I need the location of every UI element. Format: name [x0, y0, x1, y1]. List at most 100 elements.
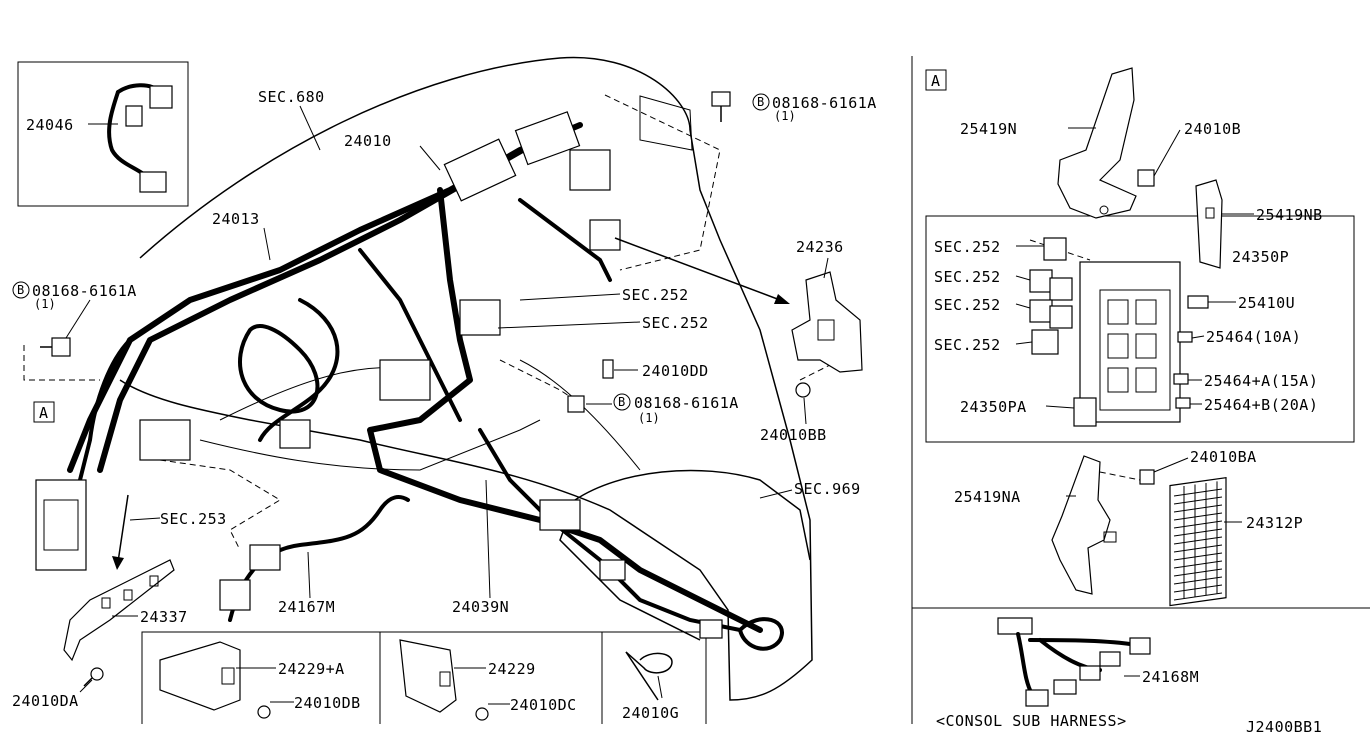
slot: [1103, 531, 1117, 543]
relay-2b: [1049, 277, 1073, 301]
slot: [221, 667, 235, 685]
label-bolt-left: 08168-6161A: [32, 282, 137, 300]
connector: [539, 499, 581, 531]
harness-loop-1: [238, 324, 320, 414]
consol-caption: <CONSOL SUB HARNESS>: [936, 712, 1127, 730]
slot: [1205, 207, 1215, 219]
dashed-leader: [1089, 469, 1141, 481]
fuse-25464-10a: [1177, 331, 1193, 343]
label-bolt-left-qty: (1): [34, 297, 56, 311]
label-24010g: 24010G: [622, 704, 679, 722]
label-24229a: 24229+A: [278, 660, 345, 678]
label-grid-row: [1173, 536, 1223, 545]
diagram-id: J2400BB1: [1246, 718, 1322, 736]
label-grid-row: [1173, 560, 1223, 569]
nut-24010bb: [795, 382, 811, 398]
inset-connector-bottom: [139, 171, 167, 193]
leader: [79, 679, 93, 693]
bolt-symbol-b-letter: B: [17, 283, 24, 297]
label-25419na: 25419NA: [954, 488, 1021, 506]
view-a-marker: [33, 401, 55, 423]
relay-3: [1029, 299, 1053, 323]
frames: [17, 56, 1370, 724]
detail-a-tag-box: [925, 69, 947, 91]
bolt-24010da: [90, 667, 104, 681]
bolt-symbol-b-letter: B: [757, 95, 764, 109]
leader: [263, 227, 271, 261]
dashed-leaders: [23, 94, 1141, 551]
glovebox-outline: [639, 95, 693, 151]
bracket-24337-shape: [63, 559, 175, 662]
slot: [439, 671, 451, 687]
connector: [514, 111, 581, 166]
label-sec252-1: SEC.252: [934, 238, 1001, 256]
fuse-box-inner: [1099, 289, 1171, 411]
label-24236: 24236: [796, 238, 844, 256]
label-25464-10a: 25464(10A): [1206, 328, 1301, 346]
connector: [699, 619, 723, 639]
callout-labels: 24046 SEC.680 24010 B 08168-6161A (1) 24…: [12, 88, 877, 722]
detail-a-labels: A 25419N 24010B 25419NB 24350P SEC.252 S…: [925, 69, 1322, 730]
label-24312p: 24312P: [1246, 514, 1303, 532]
consol-connector: [997, 617, 1033, 635]
label-grid-row: [1173, 520, 1223, 529]
leader: [1015, 303, 1031, 309]
bolt-24010dd: [602, 359, 614, 379]
connector: [599, 559, 626, 581]
right-dash-curve: [519, 359, 641, 471]
fuse-25464b-20a: [1175, 397, 1191, 409]
inset-24046-harness: [107, 83, 173, 193]
dashed-leader: [499, 359, 576, 401]
inset-harness-wire: [107, 90, 152, 182]
label-grid-row: [1173, 488, 1223, 497]
leader: [823, 257, 829, 279]
dashed-leader: [159, 459, 281, 551]
leader: [759, 489, 793, 499]
dashed-leader: [23, 345, 100, 381]
bracket-24229: [399, 639, 457, 713]
leader: [1191, 335, 1205, 339]
arrow-down-left: [117, 494, 129, 563]
bracket-shape: [791, 271, 863, 373]
relay-1: [1043, 237, 1067, 261]
fuse-box-group-frame: [925, 215, 1355, 443]
label-24010da: 24010DA: [12, 692, 79, 710]
label-sec969: SEC.969: [794, 480, 861, 498]
label-grid-row: [1173, 496, 1223, 505]
label-bolt-top: 08168-6161A: [772, 94, 877, 112]
leader: [307, 551, 311, 599]
label-24350p: 24350P: [1232, 248, 1289, 266]
fuse-slot: [1107, 367, 1129, 393]
leader: [65, 299, 91, 339]
detail-a-tag: A: [931, 72, 941, 90]
dashed-leader: [604, 94, 721, 271]
bracket-24229a: [159, 641, 241, 711]
label-25419n: 25419N: [960, 120, 1017, 138]
fuse-slot: [1107, 333, 1129, 359]
harness-24167m: [228, 495, 410, 622]
slot: [149, 575, 159, 587]
label-grid-row: [1173, 512, 1223, 521]
connector: [443, 138, 517, 202]
bolt-top-head: [711, 91, 731, 107]
label-grid-row: [1173, 528, 1223, 537]
label-grid-row: [1173, 576, 1223, 585]
connector: [569, 149, 611, 191]
callout-leaders: [65, 105, 1254, 705]
consol-sub-harness: [997, 617, 1151, 707]
leader: [299, 105, 321, 151]
inset-24046-frame: [17, 61, 189, 207]
bolt-left-head: [51, 337, 71, 357]
bracket-24236: [791, 271, 863, 398]
label-sec252-4: SEC.252: [934, 336, 1001, 354]
dashed-leader: [799, 359, 841, 381]
bolt-symbol-b: [12, 281, 30, 299]
connector: [139, 419, 191, 461]
label-bolt-mid-qty: (1): [638, 411, 660, 425]
label-grid-row: [1173, 568, 1223, 577]
bolt-symbol-b: [752, 93, 770, 111]
consol-connector: [1099, 651, 1121, 667]
harness-branch-down: [367, 187, 763, 633]
bracket-25419na: [1051, 455, 1111, 595]
label-24010: 24010: [344, 132, 392, 150]
